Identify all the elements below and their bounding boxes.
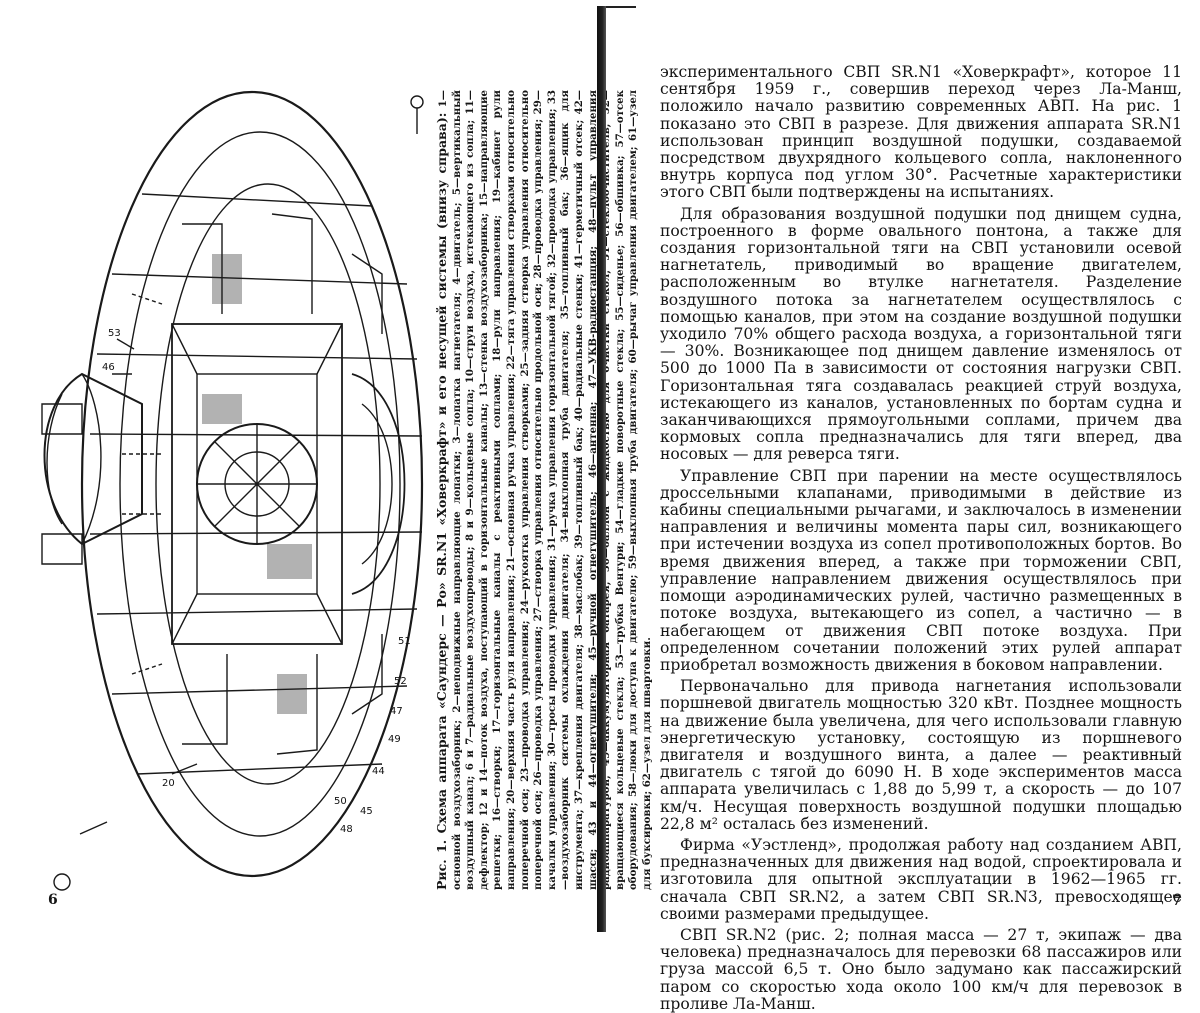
caption-title: Рис. 1. Схема аппарата «Саундерс — Ро» S… [434,112,449,890]
callout-label: 48 [340,824,353,835]
paragraph: Для образования воздушной подушки под дн… [660,204,1182,464]
right-page-text: экспериментального СВП SR.N1 «Ховеркрафт… [660,63,1182,1012]
left-page: 53 46 20 50 48 45 44 49 52 51 47 Рис. 1.… [0,0,653,932]
paragraph: СВП SR.N2 (рис. 2; полная масса — 27 т, … [660,925,1182,1013]
figure-caption-box: Рис. 1. Схема аппарата «Саундерс — Ро» S… [434,90,653,890]
callout-label: 45 [360,806,373,817]
callout-label: 47 [390,706,403,717]
callout-label: 44 [372,766,385,777]
caption-legend: 1—основной воздухозаборник; 2—неподвижны… [437,90,653,890]
callout-label: 20 [162,778,175,789]
page-number-right: 7 [1172,893,1182,909]
paragraph: Фирма «Уэстленд», продолжая работу над с… [660,835,1182,923]
hovercraft-cutaway-figure: 53 46 20 50 48 45 44 49 52 51 47 [22,74,432,894]
cutaway-drawing: 53 46 20 50 48 45 44 49 52 51 47 [41,90,424,891]
callout-label: 51 [398,636,411,647]
callout-label: 46 [102,362,115,373]
callout-label: 52 [394,676,407,687]
page-number-left: 6 [48,892,58,908]
callout-label: 50 [334,796,347,807]
paragraph: экспериментального СВП SR.N1 «Ховеркрафт… [660,63,1182,202]
callout-label: 49 [388,734,401,745]
paragraph: Управление СВП при парении на месте осущ… [660,466,1182,674]
book-gutter [597,6,606,932]
figure-caption: Рис. 1. Схема аппарата «Саундерс — Ро» S… [434,90,653,890]
paragraph: Первоначально для привода нагнетания исп… [660,677,1182,833]
callout-label: 53 [108,328,121,339]
gutter-mark [606,6,636,8]
